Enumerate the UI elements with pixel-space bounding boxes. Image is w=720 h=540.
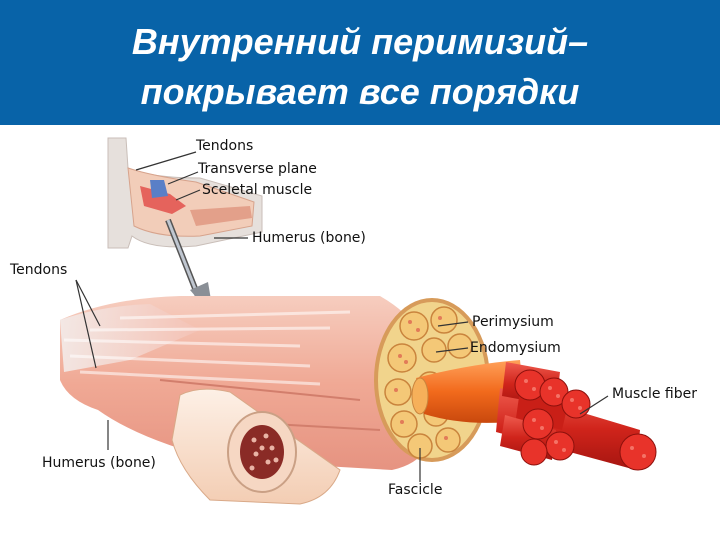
label-endomysium: Endomysium [470,340,561,356]
label-skeletal-muscle: Sceletal muscle [202,182,313,198]
label-tendons-left: Tendons [10,262,68,278]
muscle-anatomy-diagram [60,137,657,505]
label-tendons-top: Tendons [196,138,254,154]
leader-skeletal-muscle [175,189,201,201]
slide-title-line-1: Внутренний перимизий– [131,21,589,62]
leader-tendons-left-1 [75,279,101,327]
leader-tendons-left-2 [75,279,97,369]
label-humerus-top: Humerus (bone) [252,230,366,246]
leader-endomysium [435,347,469,353]
slide-title-line-2: покрывает все порядки [140,71,580,112]
label-perimysium: Perimysium [472,314,554,330]
label-muscle-fiber: Muscle fiber [612,386,697,402]
leader-tendons-top [135,151,197,171]
title-bar: Внутренний перимизий– покрывает все поря… [0,0,720,125]
arm-inset [107,137,263,249]
leader-muscle-fiber [579,395,609,415]
label-fascicle: Fascicle [388,482,443,498]
muscle-fibers [496,362,657,471]
leader-perimysium [437,321,469,327]
label-transverse-plane: Transverse plane [198,161,317,177]
humerus-bone [171,388,341,505]
leader-transverse-plane [167,171,199,185]
leader-lines [75,151,609,482]
label-humerus-bottom: Humerus (bone) [42,455,156,471]
muscle-belly [60,296,440,470]
